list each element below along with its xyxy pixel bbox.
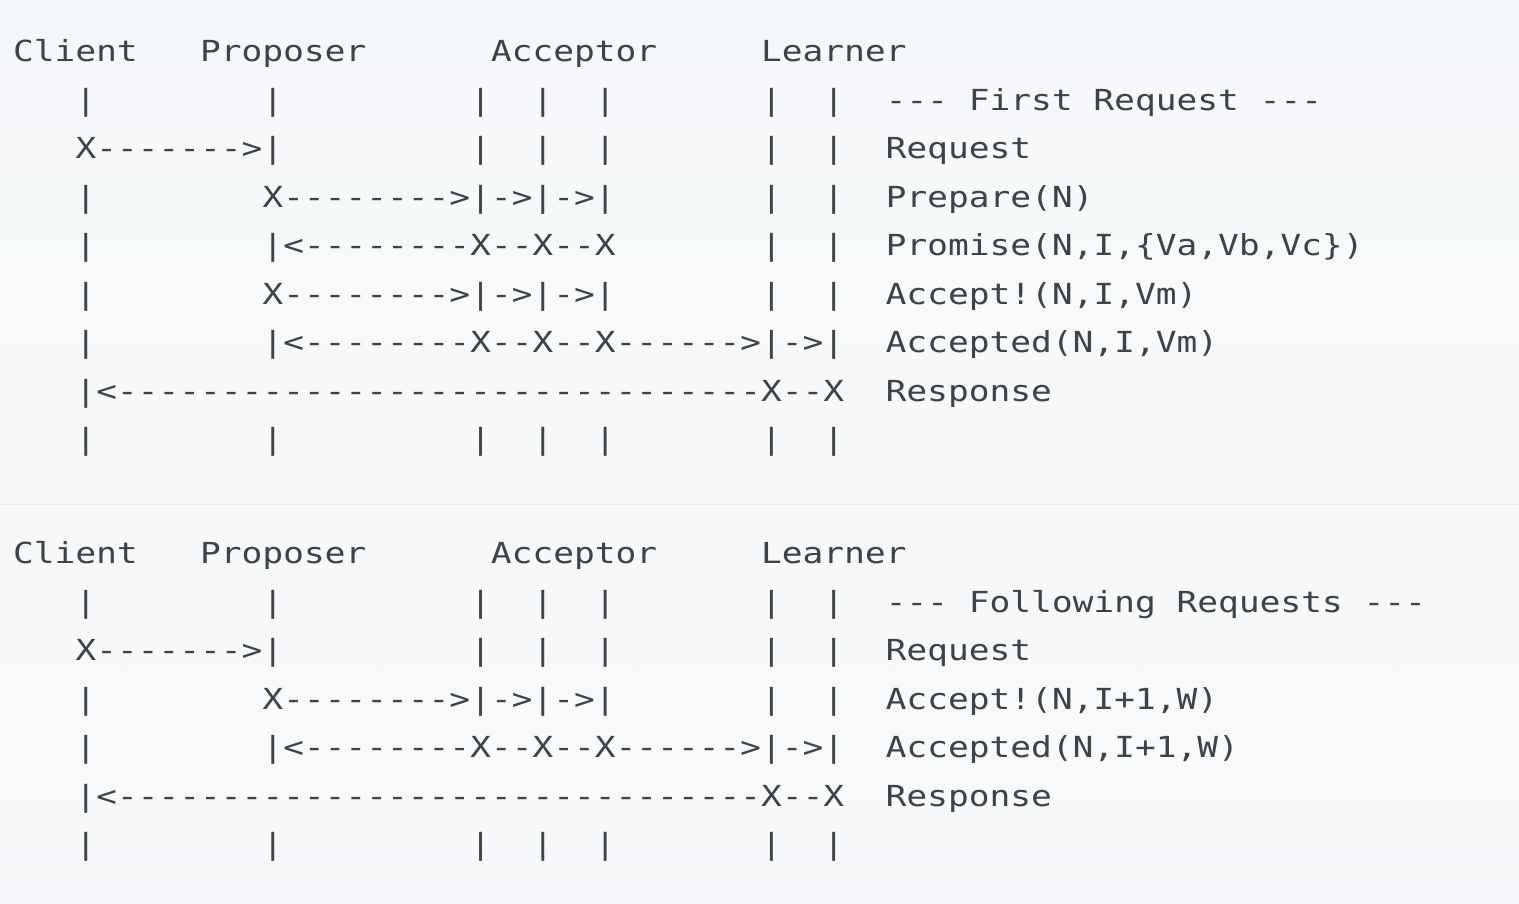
following-requests-ascii-diagram: Client Proposer Acceptor Learner | | | |… bbox=[13, 536, 1426, 861]
first-request-block: Client Proposer Acceptor Learner | | | |… bbox=[0, 0, 1519, 505]
following-requests-block: Client Proposer Acceptor Learner | | | |… bbox=[0, 505, 1519, 904]
first-request-ascii-diagram: Client Proposer Acceptor Learner | | | |… bbox=[13, 34, 1364, 456]
block-divider bbox=[0, 504, 1519, 505]
